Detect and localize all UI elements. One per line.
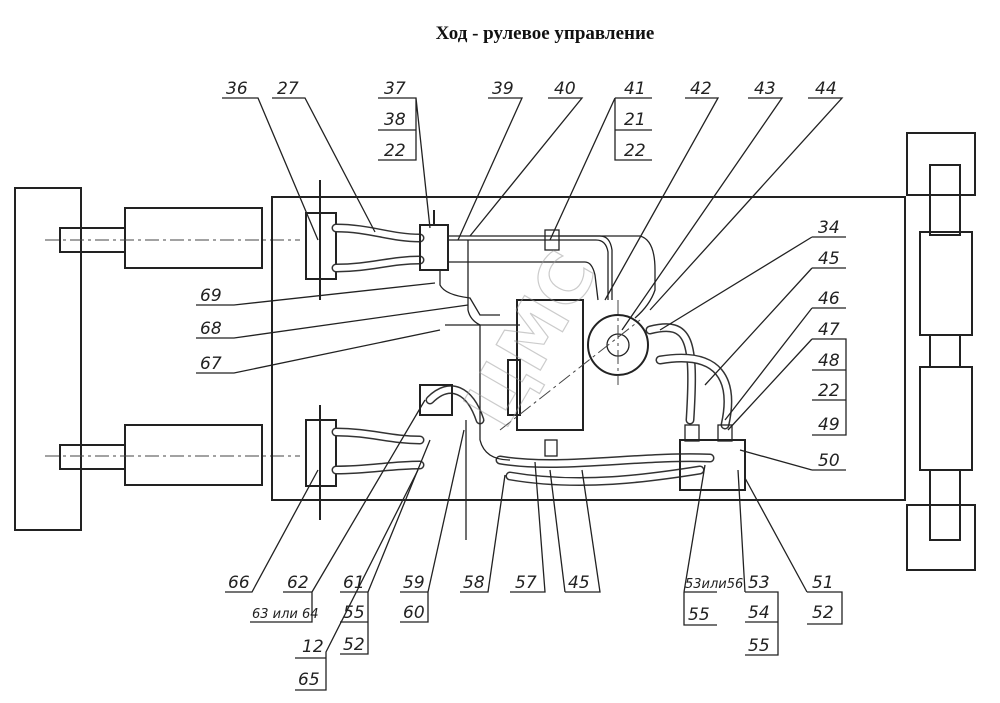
page-title: Ход - рулевое управление (436, 23, 655, 44)
right-wheel-assembly (906, 132, 976, 571)
callout-60: 60 (403, 603, 425, 623)
callout-53: 53 (748, 573, 770, 593)
callout-41: 41 (624, 79, 646, 99)
callout-49: 49 (818, 415, 840, 435)
callout-21: 21 (624, 110, 646, 130)
callout-22: 22 (624, 141, 646, 161)
callout-63-or-64: 63 или 64 (252, 607, 319, 622)
callout-65: 65 (298, 670, 320, 690)
callout-51: 51 (812, 573, 834, 593)
callout-69: 69 (200, 286, 222, 306)
callout-39: 39 (492, 79, 514, 99)
callout-37: 37 (384, 79, 406, 99)
callout-44: 44 (815, 79, 837, 99)
hoses (331, 223, 733, 487)
callout-40: 40 (554, 79, 576, 99)
callout-38: 38 (384, 110, 406, 130)
callout-46: 46 (818, 289, 840, 309)
callout-42: 42 (690, 79, 712, 99)
callout-55: 55 (688, 605, 710, 625)
callout-55: 55 (748, 636, 770, 656)
left-wheel-assembly (14, 187, 300, 531)
callout-27: 27 (277, 79, 299, 99)
pump-and-tank (419, 299, 746, 491)
callout-54: 54 (748, 603, 770, 623)
callout-61: 61 (343, 573, 365, 593)
callout-52: 52 (343, 635, 365, 655)
callout-12: 12 (302, 637, 324, 657)
leader-lines (196, 97, 847, 691)
callout-50: 50 (818, 451, 840, 471)
callout-68: 68 (200, 319, 222, 339)
callout-47: 47 (818, 320, 840, 340)
callout-43: 43 (754, 79, 776, 99)
steering-cylinders (305, 180, 337, 520)
callout-22: 22 (818, 381, 840, 401)
callout-57: 57 (515, 573, 537, 593)
callout-45: 45 (568, 573, 590, 593)
callout-67: 67 (200, 354, 222, 374)
callout-48: 48 (818, 351, 840, 371)
callout-58: 58 (463, 573, 485, 593)
callout-36: 36 (226, 79, 248, 99)
callout-55: 55 (343, 603, 365, 623)
callout-66: 66 (228, 573, 250, 593)
callout-45: 45 (818, 249, 840, 269)
callout-22: 22 (384, 141, 406, 161)
tubing (419, 210, 656, 540)
chassis-frame (271, 196, 906, 501)
callout-53-or-56: 53или56 (685, 577, 743, 592)
callout-59: 59 (403, 573, 425, 593)
callout-34: 34 (818, 218, 840, 238)
callout-52: 52 (812, 603, 834, 623)
callout-62: 62 (287, 573, 309, 593)
